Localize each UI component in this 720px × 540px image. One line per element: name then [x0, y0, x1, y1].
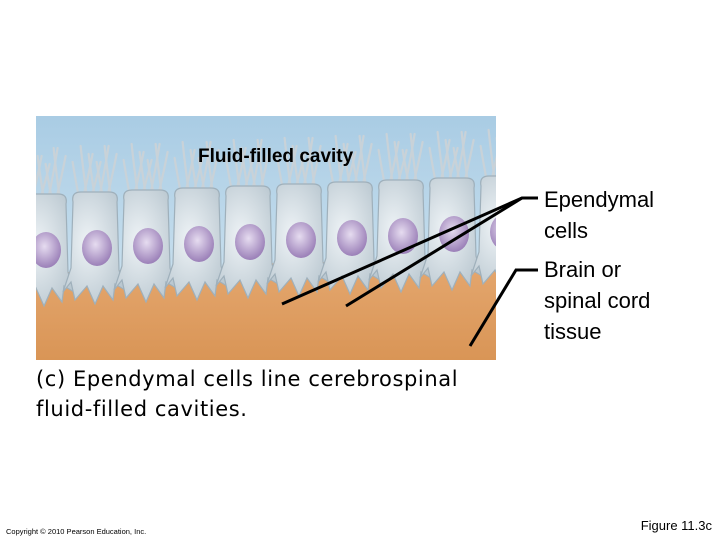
cell-nucleus: [184, 226, 214, 262]
cell-nucleus: [235, 224, 265, 260]
cell-nucleus: [133, 228, 163, 264]
caption-line1: (c) Ependymal cells line cerebrospinal: [36, 364, 656, 394]
brain-tissue-label: Brain or spinal cord tissue: [544, 254, 714, 347]
brain-label-line3: tissue: [544, 316, 714, 347]
cell-nucleus: [337, 220, 367, 256]
caption-line2: fluid-filled cavities.: [36, 394, 656, 424]
cell-nucleus: [439, 216, 469, 252]
figure-number: Figure 11.3c: [641, 518, 712, 533]
ependymal-label-line2: cells: [544, 215, 714, 246]
brain-label-line1: Brain or: [544, 254, 714, 285]
cell-nucleus: [286, 222, 316, 258]
ependymal-label-line1: Ependymal: [544, 184, 714, 215]
brain-label-line2: spinal cord: [544, 285, 714, 316]
copyright-notice: Copyright © 2010 Pearson Education, Inc.: [6, 527, 146, 536]
fluid-cavity-label: Fluid-filled cavity: [198, 143, 353, 171]
cell-nucleus: [82, 230, 112, 266]
figure-caption: (c) Ependymal cells line cerebrospinal f…: [36, 364, 656, 424]
cell-nucleus: [388, 218, 418, 254]
ependymal-cells-label: Ependymal cells: [544, 184, 714, 246]
